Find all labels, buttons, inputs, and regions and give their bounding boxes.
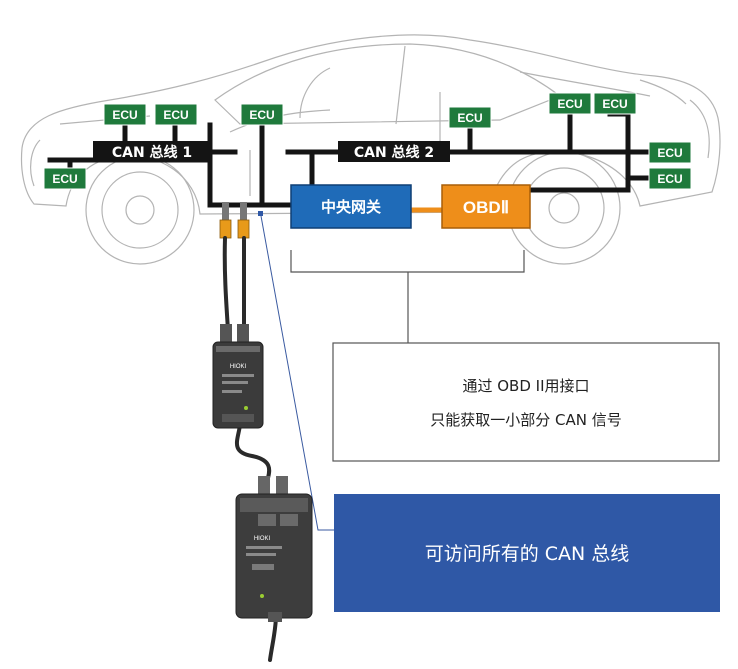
ecu-rear-3: ECU bbox=[648, 141, 692, 164]
obd-ii-port: OBDⅡ bbox=[441, 184, 531, 229]
note-bracket bbox=[290, 250, 525, 343]
svg-text:ECU: ECU bbox=[602, 97, 627, 111]
svg-text:ECU: ECU bbox=[457, 111, 482, 125]
can-bus-2-label: CAN 总线 2 bbox=[338, 141, 450, 162]
svg-text:ECU: ECU bbox=[657, 146, 682, 160]
ecu-rear-4: ECU bbox=[648, 167, 692, 190]
svg-text:中央网关: 中央网关 bbox=[321, 198, 381, 216]
central-gateway: 中央网关 bbox=[290, 184, 412, 229]
svg-text:ECU: ECU bbox=[52, 172, 77, 186]
upper-logger-device: HIOKI bbox=[212, 324, 264, 429]
callout-leader bbox=[260, 215, 334, 531]
svg-text:HIOKI: HIOKI bbox=[230, 364, 247, 370]
svg-text:ECU: ECU bbox=[249, 108, 274, 122]
svg-text:OBDⅡ: OBDⅡ bbox=[463, 198, 509, 217]
obd-limitation-note: 通过 OBD II用接口 只能获取一小部分 CAN 信号 bbox=[332, 342, 720, 462]
full-access-callout: 可访问所有的 CAN 总线 bbox=[334, 494, 720, 612]
ecu-rear-2: ECU bbox=[593, 92, 637, 115]
ecu-dashboard: ECU bbox=[240, 103, 284, 126]
svg-text:CAN 总线 2: CAN 总线 2 bbox=[354, 144, 434, 161]
svg-text:HIOKI: HIOKI bbox=[254, 536, 271, 542]
ecu-cabin: ECU bbox=[448, 106, 492, 129]
can-bus-1-label: CAN 总线 1 bbox=[93, 141, 211, 162]
lower-logger-device: HIOKI bbox=[235, 476, 313, 622]
svg-text:ECU: ECU bbox=[112, 108, 137, 122]
svg-text:ECU: ECU bbox=[163, 108, 188, 122]
ecu-rear-1: ECU bbox=[548, 92, 592, 115]
ecu-engine-1: ECU bbox=[103, 103, 147, 126]
svg-text:ECU: ECU bbox=[657, 172, 682, 186]
svg-text:CAN 总线 1: CAN 总线 1 bbox=[112, 144, 192, 161]
svg-text:通过 OBD II用接口: 通过 OBD II用接口 bbox=[462, 377, 589, 395]
svg-text:只能获取一小部分 CAN 信号: 只能获取一小部分 CAN 信号 bbox=[430, 411, 622, 429]
svg-text:可访问所有的 CAN 总线: 可访问所有的 CAN 总线 bbox=[425, 543, 630, 565]
ecu-engine-2: ECU bbox=[154, 103, 198, 126]
svg-text:ECU: ECU bbox=[557, 97, 582, 111]
ecu-front-left: ECU bbox=[43, 167, 87, 190]
